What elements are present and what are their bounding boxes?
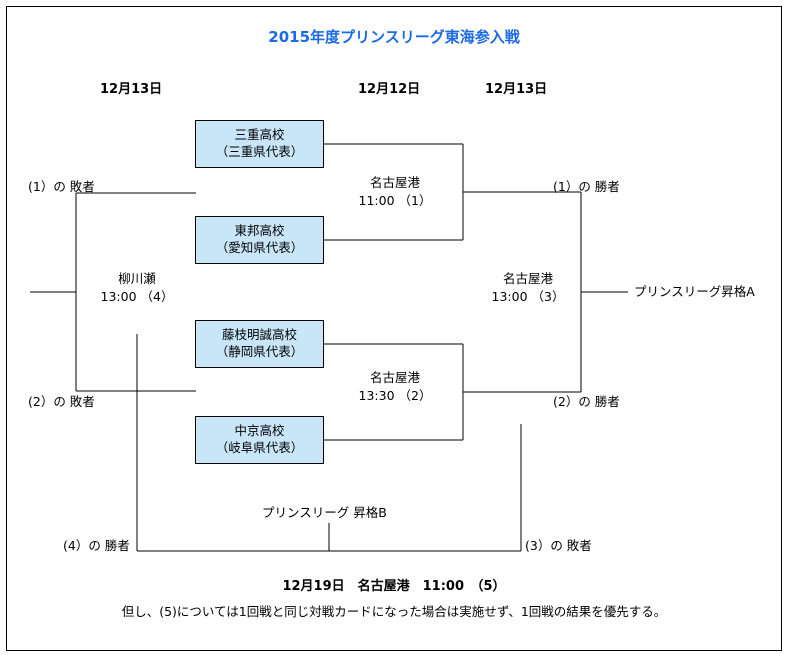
team-name: 中京高校 (234, 423, 285, 439)
match-venue: 名古屋港 (369, 175, 420, 190)
match-venue: 名古屋港 (369, 370, 420, 385)
team-box-chukyo[interactable]: 中京高校 （岐阜県代表） (195, 416, 324, 464)
team-qualifier: （三重県代表） (215, 144, 304, 159)
match-label-3: 名古屋港 13:00 （3） (463, 270, 593, 306)
label-winner-match-2: (2）の 勝者 (553, 394, 620, 409)
match-detail: 13:30 （2） (358, 388, 432, 404)
label-promotion-b: プリンスリーグ 昇格B (262, 505, 387, 520)
team-qualifier: （愛知県代表） (215, 240, 304, 255)
team-box-toho[interactable]: 東邦高校 （愛知県代表） (195, 216, 324, 264)
match-detail: 11:00 （1） (358, 193, 432, 209)
team-box-fujieda-meisei[interactable]: 藤枝明誠高校 （静岡県代表） (195, 320, 324, 368)
page-title: 2015年度プリンスリーグ東海参入戦 (268, 28, 520, 46)
match-detail: 13:00 （3） (491, 289, 565, 305)
team-box-mie[interactable]: 三重高校 （三重県代表） (195, 120, 324, 168)
label-loser-match-3: (3）の 敗者 (525, 538, 592, 553)
date-header-middle: 12月12日 (358, 82, 421, 97)
team-qualifier: （岐阜県代表） (215, 440, 304, 455)
match-venue: 名古屋港 (502, 271, 553, 286)
label-loser-match-2: (2）の 敗者 (28, 394, 95, 409)
label-loser-match-1: (1）の 敗者 (28, 179, 95, 194)
date-header-left: 12月13日 (100, 82, 163, 97)
date-header-right: 12月13日 (485, 82, 548, 97)
match-label-2: 名古屋港 13:30 （2） (330, 369, 460, 405)
label-winner-match-1: (1）の 勝者 (553, 179, 620, 194)
team-name: 藤枝明誠高校 (221, 327, 297, 343)
match-venue: 柳川瀬 (118, 271, 156, 286)
page-border (6, 6, 782, 651)
label-promotion-a: プリンスリーグ昇格A (634, 284, 755, 299)
footer-final-match: 12月19日 名古屋港 11:00 （5） (282, 579, 506, 594)
team-name: 三重高校 (234, 127, 285, 143)
team-qualifier: （静岡県代表） (215, 344, 304, 359)
match-detail: 13:00 （4） (100, 289, 174, 305)
team-name: 東邦高校 (234, 223, 285, 239)
match-label-4: 柳川瀬 13:00 （4） (72, 270, 202, 306)
footer-note: 但し、(5)については1回戦と同じ対戦カードになった場合は実施せず、1回戦の結果… (121, 604, 667, 619)
label-winner-match-4: (4）の 勝者 (63, 538, 130, 553)
match-label-1: 名古屋港 11:00 （1） (330, 174, 460, 210)
